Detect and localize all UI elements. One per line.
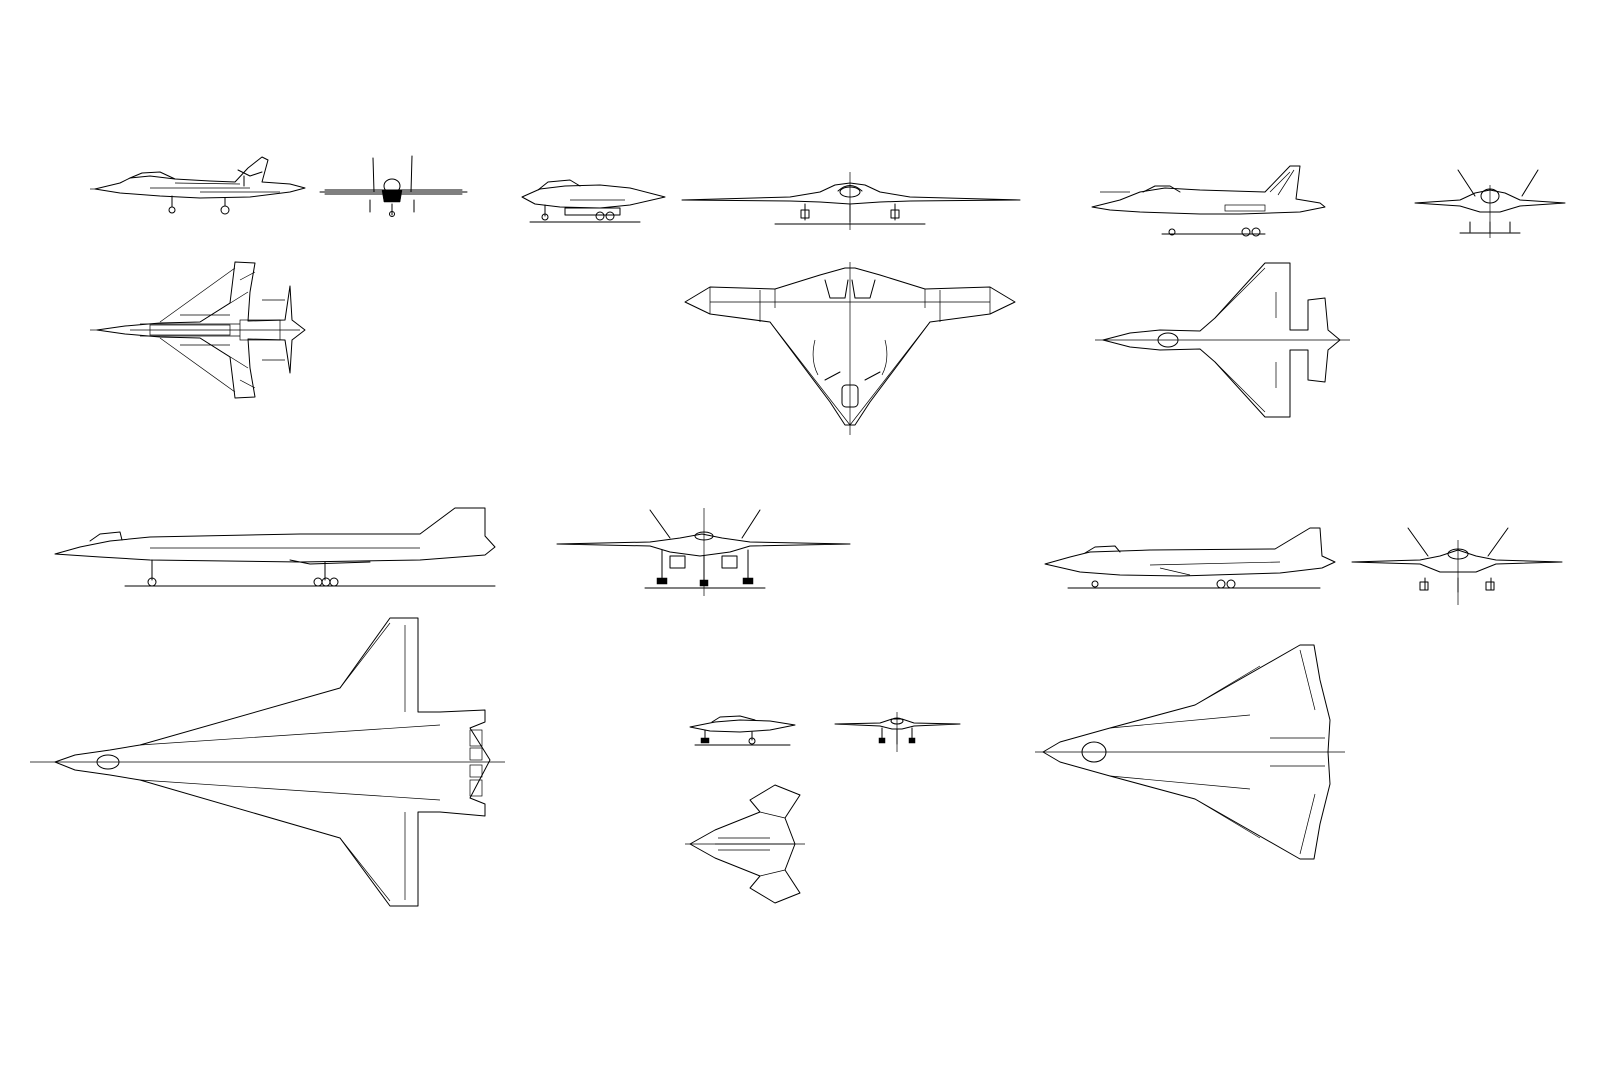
delta-fighter-front-view xyxy=(1351,527,1563,605)
fighter-2-front-view xyxy=(1414,169,1566,238)
flying-wing-top-view xyxy=(684,262,1016,435)
fighter-1-front-view xyxy=(319,155,468,217)
flying-wing-front-view xyxy=(681,172,1021,230)
fighter-2-side-view xyxy=(1091,165,1326,237)
delta-bomber-front-view xyxy=(556,508,851,596)
flying-wing-side-view xyxy=(521,179,666,223)
delta-bomber-side-view xyxy=(54,507,496,587)
small-uav-top-view xyxy=(685,784,805,904)
delta-fighter-side-view xyxy=(1044,527,1336,589)
delta-fighter-top-view xyxy=(1035,644,1345,860)
fighter-1-side-view xyxy=(90,156,306,215)
small-uav-front-view xyxy=(834,712,961,752)
fighter-2-top-view xyxy=(1095,262,1350,418)
small-uav-side-view xyxy=(689,715,796,746)
fighter-1-top-view xyxy=(90,261,306,399)
delta-bomber-top-view xyxy=(30,617,505,907)
